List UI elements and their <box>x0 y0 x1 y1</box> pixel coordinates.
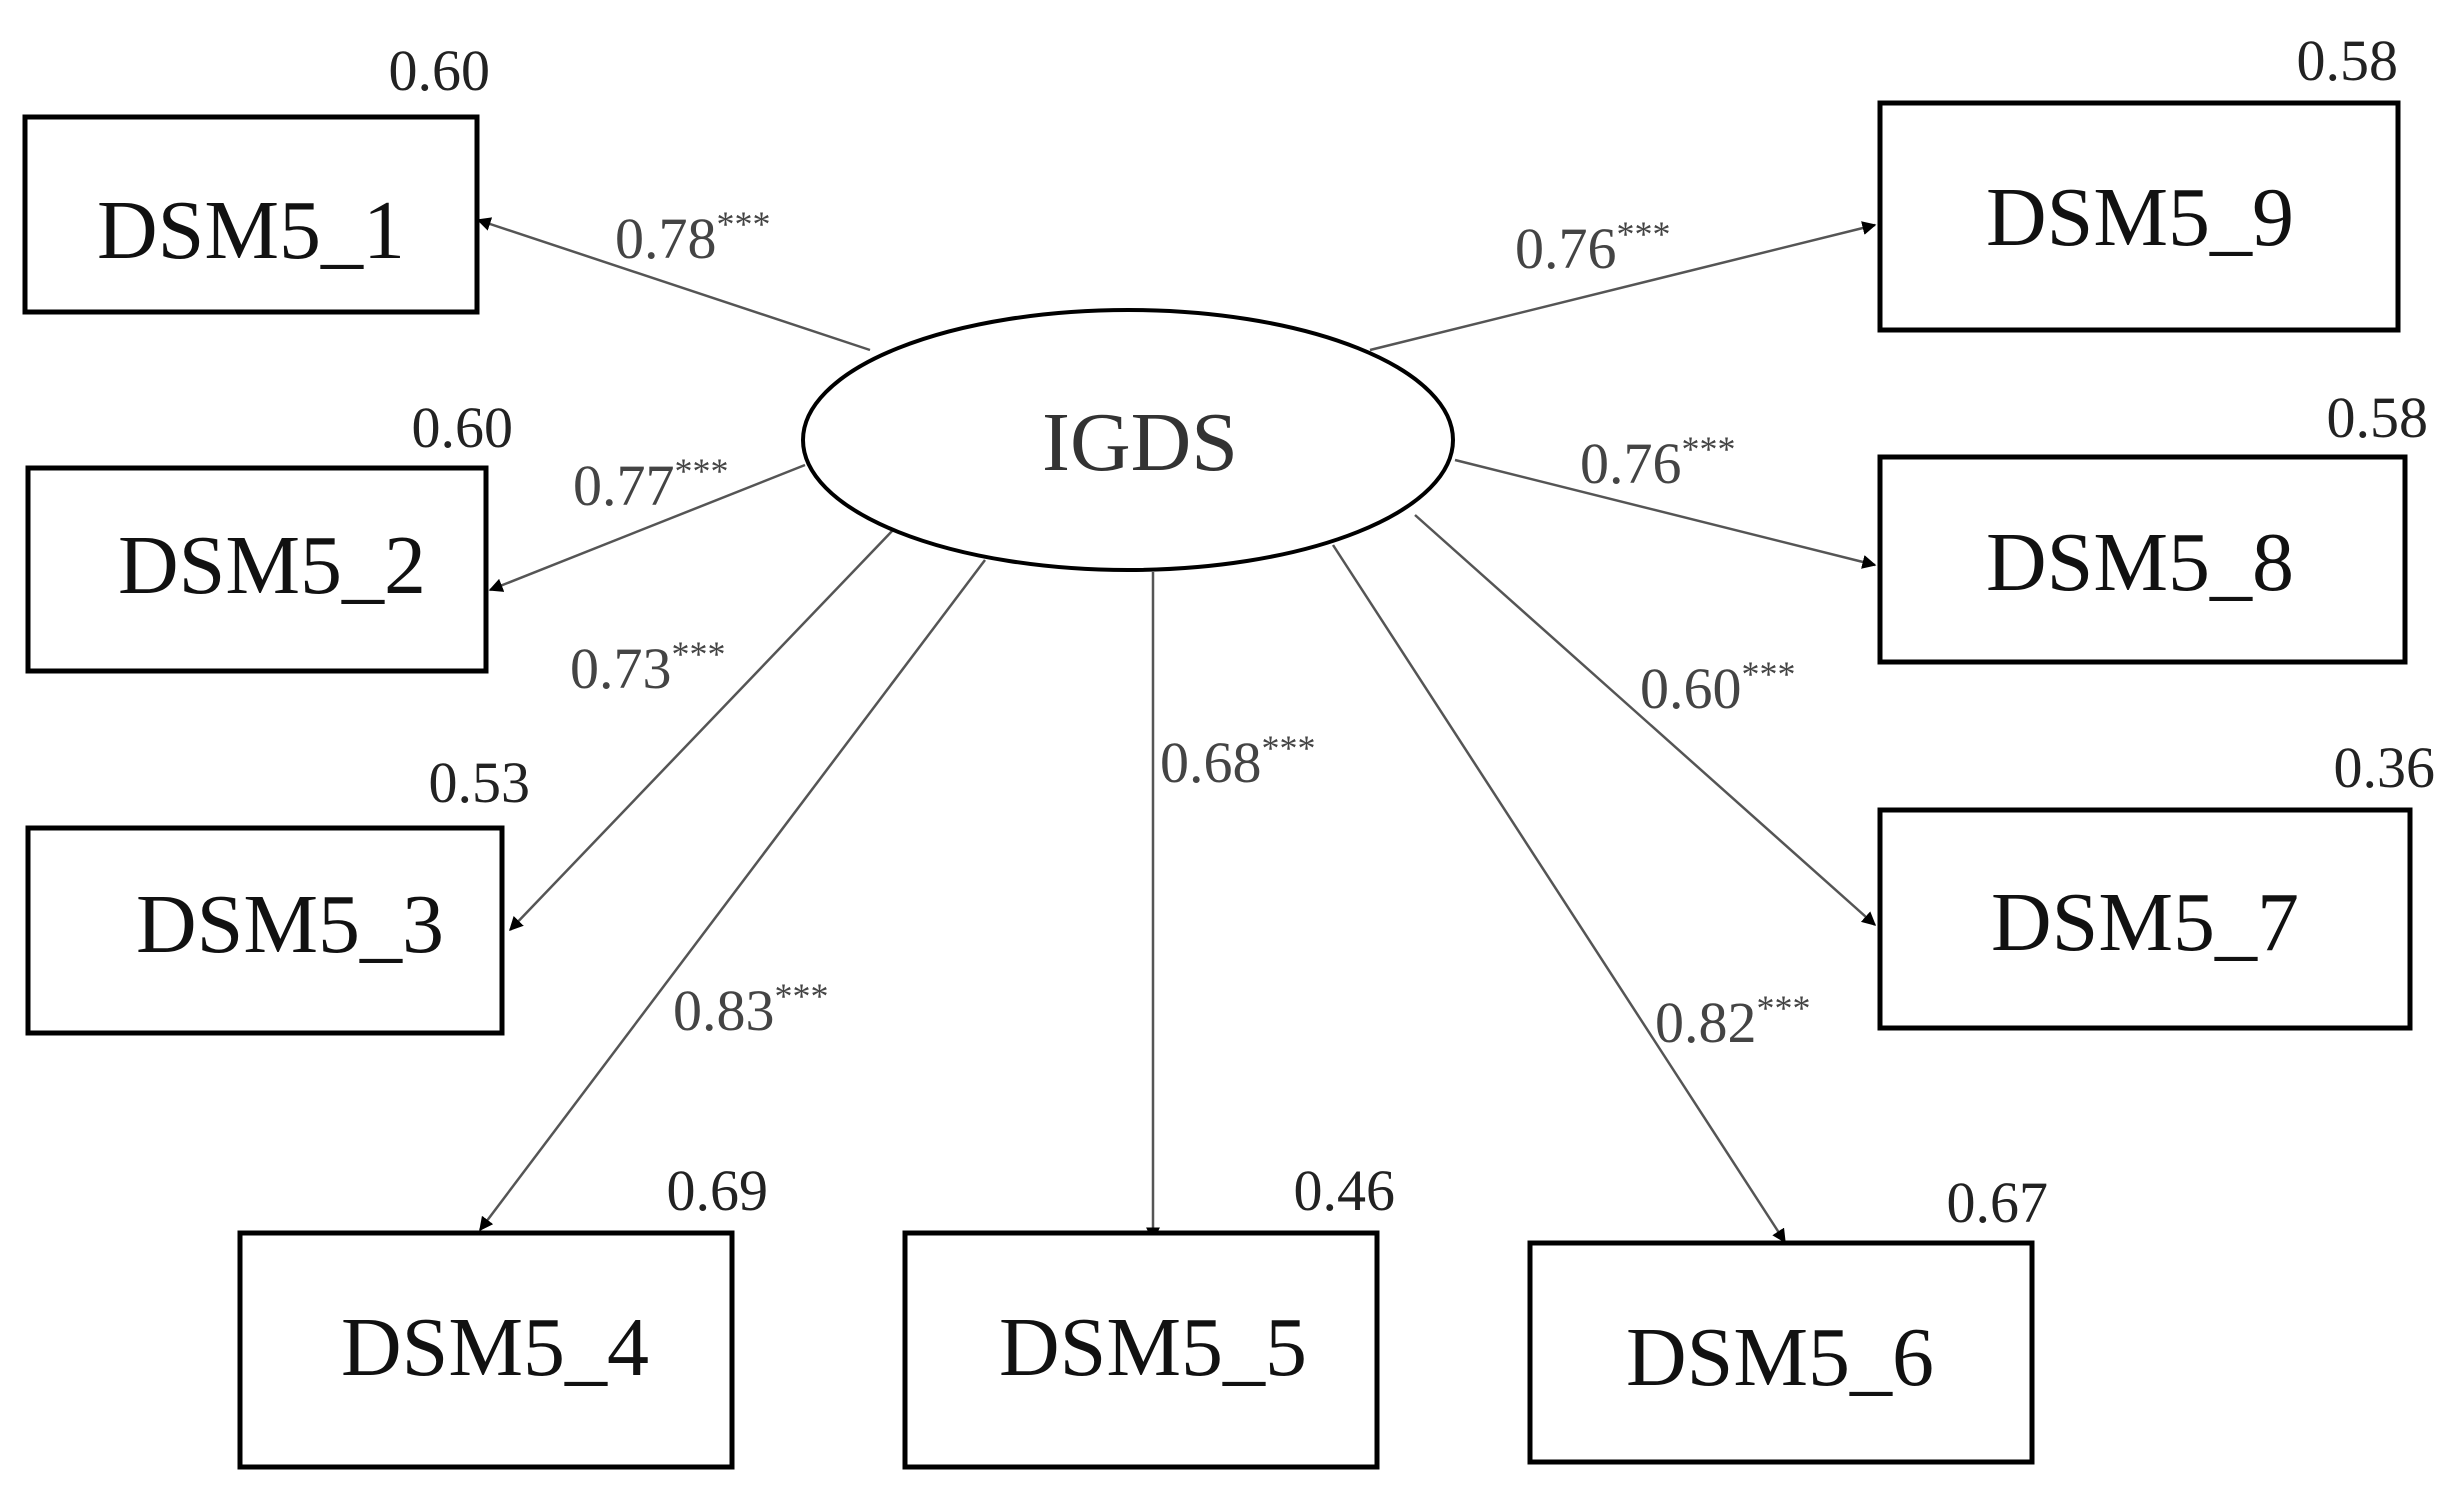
r2-labels: 0.60 0.60 0.53 0.69 0.46 0.67 0.36 0.58 … <box>389 28 2436 1235</box>
indicator-box <box>1877 807 2413 1031</box>
indicator-dsm5-7: DSM5_7 <box>1877 807 2413 1031</box>
r2-dsm5-2: 0.60 <box>412 395 514 460</box>
loading-value: 0.78 <box>615 206 717 271</box>
indicator-label: DSM5_4 <box>341 1301 649 1394</box>
loading-dsm5-1: 0.78*** <box>615 204 771 271</box>
indicator-label: DSM5_7 <box>1991 876 2299 969</box>
indicator-dsm5-6: DSM5_6 <box>1527 1240 2035 1465</box>
loading-value: 0.76 <box>1580 431 1682 496</box>
r2-dsm5-8: 0.58 <box>2327 385 2429 450</box>
latent-label: IGDS <box>1042 396 1238 489</box>
indicator-box <box>1527 1240 2035 1465</box>
indicator-dsm5-2: DSM5_2 <box>25 465 489 674</box>
indicator-dsm5-8: DSM5_8 <box>1877 454 2408 665</box>
indicator-label: DSM5_3 <box>136 878 444 971</box>
indicator-label: DSM5_2 <box>118 519 426 612</box>
loading-value: 0.76 <box>1515 216 1617 281</box>
edge-dsm5-4 <box>479 559 986 1232</box>
r2-dsm5-1: 0.60 <box>389 38 491 103</box>
edge-dsm5-8 <box>1454 458 1877 569</box>
edge-dsm5-2 <box>488 463 806 592</box>
significance-stars: *** <box>1617 214 1671 254</box>
indicator-label: DSM5_6 <box>1626 1311 1934 1404</box>
indicator-box <box>1877 454 2408 665</box>
latent-factor: IGDS <box>801 308 1455 572</box>
significance-stars: *** <box>1682 429 1736 469</box>
significance-stars: *** <box>717 204 771 244</box>
r2-dsm5-7: 0.36 <box>2334 735 2436 800</box>
indicator-box <box>902 1230 1380 1470</box>
loading-dsm5-7: 0.60*** <box>1640 654 1796 721</box>
loading-dsm5-3: 0.73*** <box>570 634 726 701</box>
loading-dsm5-9: 0.76*** <box>1515 214 1671 281</box>
loading-labels: 0.78*** 0.77*** 0.73*** 0.83*** 0.68*** … <box>570 204 1811 1055</box>
edge-dsm5-6 <box>1331 544 1787 1244</box>
indicator-dsm5-9: DSM5_9 <box>1877 100 2401 333</box>
significance-stars: *** <box>672 634 726 674</box>
significance-stars: *** <box>775 976 829 1016</box>
r2-dsm5-3: 0.53 <box>429 750 531 815</box>
edge-dsm5-1 <box>476 217 871 352</box>
significance-stars: *** <box>675 451 729 491</box>
r2-dsm5-4: 0.69 <box>667 1158 769 1223</box>
significance-stars: *** <box>1262 728 1316 768</box>
r2-dsm5-5: 0.46 <box>1294 1158 1396 1223</box>
loading-dsm5-2: 0.77*** <box>573 451 729 518</box>
loading-value: 0.77 <box>573 453 675 518</box>
loading-dsm5-6: 0.82*** <box>1655 988 1811 1055</box>
indicator-label: DSM5_9 <box>1986 171 2294 264</box>
indicator-label: DSM5_5 <box>999 1301 1307 1394</box>
indicator-box <box>237 1230 735 1470</box>
loading-value: 0.73 <box>570 636 672 701</box>
latent-ellipse <box>801 308 1455 572</box>
indicator-dsm5-3: DSM5_3 <box>25 825 505 1036</box>
indicator-box <box>1877 100 2401 333</box>
significance-stars: *** <box>1757 988 1811 1028</box>
indicator-box <box>25 825 505 1036</box>
edges <box>476 217 1877 1244</box>
loading-value: 0.60 <box>1640 656 1742 721</box>
indicator-dsm5-4: DSM5_4 <box>237 1230 735 1470</box>
loading-dsm5-5: 0.68*** <box>1160 728 1316 795</box>
edge-dsm5-3 <box>509 529 894 932</box>
significance-stars: *** <box>1742 654 1796 694</box>
loading-value: 0.83 <box>673 978 775 1043</box>
indicator-box <box>22 114 480 315</box>
indicator-label: DSM5_1 <box>97 184 405 277</box>
indicator-dsm5-5: DSM5_5 <box>902 1230 1380 1470</box>
edge-dsm5-7 <box>1414 514 1877 926</box>
loading-dsm5-8: 0.76*** <box>1580 429 1736 496</box>
edge-dsm5-9 <box>1369 221 1877 352</box>
indicator-label: DSM5_8 <box>1986 516 2294 609</box>
r2-dsm5-9: 0.58 <box>2297 28 2399 93</box>
r2-dsm5-6: 0.67 <box>1947 1170 2049 1235</box>
indicator-dsm5-1: DSM5_1 <box>22 114 480 315</box>
loading-dsm5-4: 0.83*** <box>673 976 829 1043</box>
loading-value: 0.82 <box>1655 990 1757 1055</box>
indicator-box <box>25 465 489 674</box>
loading-value: 0.68 <box>1160 730 1262 795</box>
